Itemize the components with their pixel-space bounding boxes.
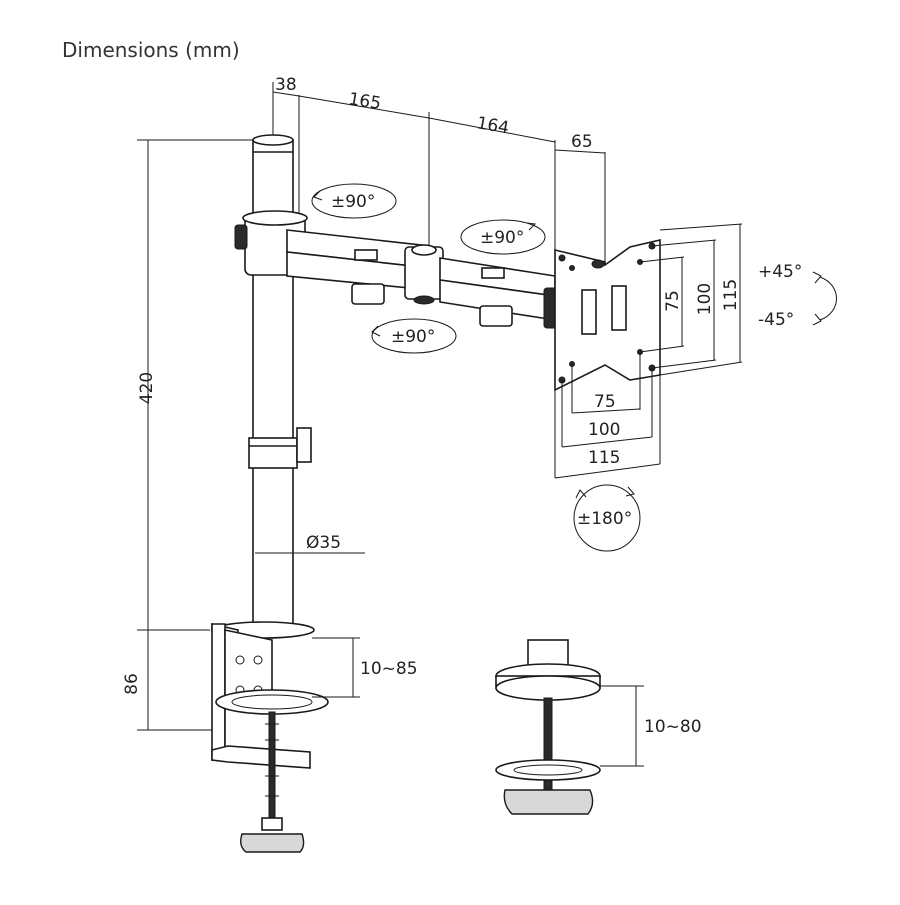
dim-arm-1: 165 (347, 89, 382, 114)
rotation-arm-swivel: ±90° (391, 327, 435, 347)
grommet-range-dimension (600, 685, 644, 767)
top-dimension-chain (272, 82, 606, 265)
dim-vesa-h-75: 75 (594, 392, 616, 412)
rotate-callout (573, 484, 641, 552)
dim-vesa-h-115: 115 (588, 448, 620, 468)
dim-grommet-range: 10~80 (644, 717, 702, 737)
dim-head-offset: 65 (571, 132, 593, 152)
dim-vesa-v-75: 75 (663, 290, 683, 312)
dim-clamp-height: 86 (122, 673, 142, 695)
rotation-tilt-down: -45° (758, 310, 794, 330)
articulating-arm (234, 210, 559, 329)
tilt-callout (812, 271, 837, 326)
joint-swivel-callout (460, 219, 546, 255)
rotation-rotate: ±180° (577, 509, 632, 529)
pole (248, 134, 312, 631)
dim-vesa-h-100: 100 (588, 420, 620, 440)
vesa-horizontal-dimensions (554, 352, 661, 479)
dim-clamp-range: 10~85 (360, 659, 418, 679)
dim-vesa-v-115: 115 (721, 279, 741, 311)
rotation-tilt-up: +45° (758, 262, 802, 282)
diagram-title: Dimensions (mm) (62, 38, 240, 62)
clamp-range-dimension (312, 637, 360, 698)
dim-pole-height: 420 (137, 372, 157, 404)
arm-swivel-callout (371, 318, 457, 354)
pole-swivel-callout (311, 183, 397, 219)
dim-arm-offset: 38 (275, 75, 297, 95)
rotation-joint-swivel: ±90° (480, 228, 524, 248)
dim-pole-diameter: Ø35 (306, 533, 341, 553)
desk-clamp (211, 621, 329, 853)
dim-arm-2: 164 (475, 113, 510, 138)
grommet-mount (495, 639, 601, 815)
vesa-vertical-dimensions (639, 223, 743, 376)
dim-vesa-v-100: 100 (695, 283, 715, 315)
pole-height-dimension (137, 139, 255, 731)
rotation-pole-swivel: ±90° (331, 192, 375, 212)
vesa-plate (554, 238, 661, 392)
